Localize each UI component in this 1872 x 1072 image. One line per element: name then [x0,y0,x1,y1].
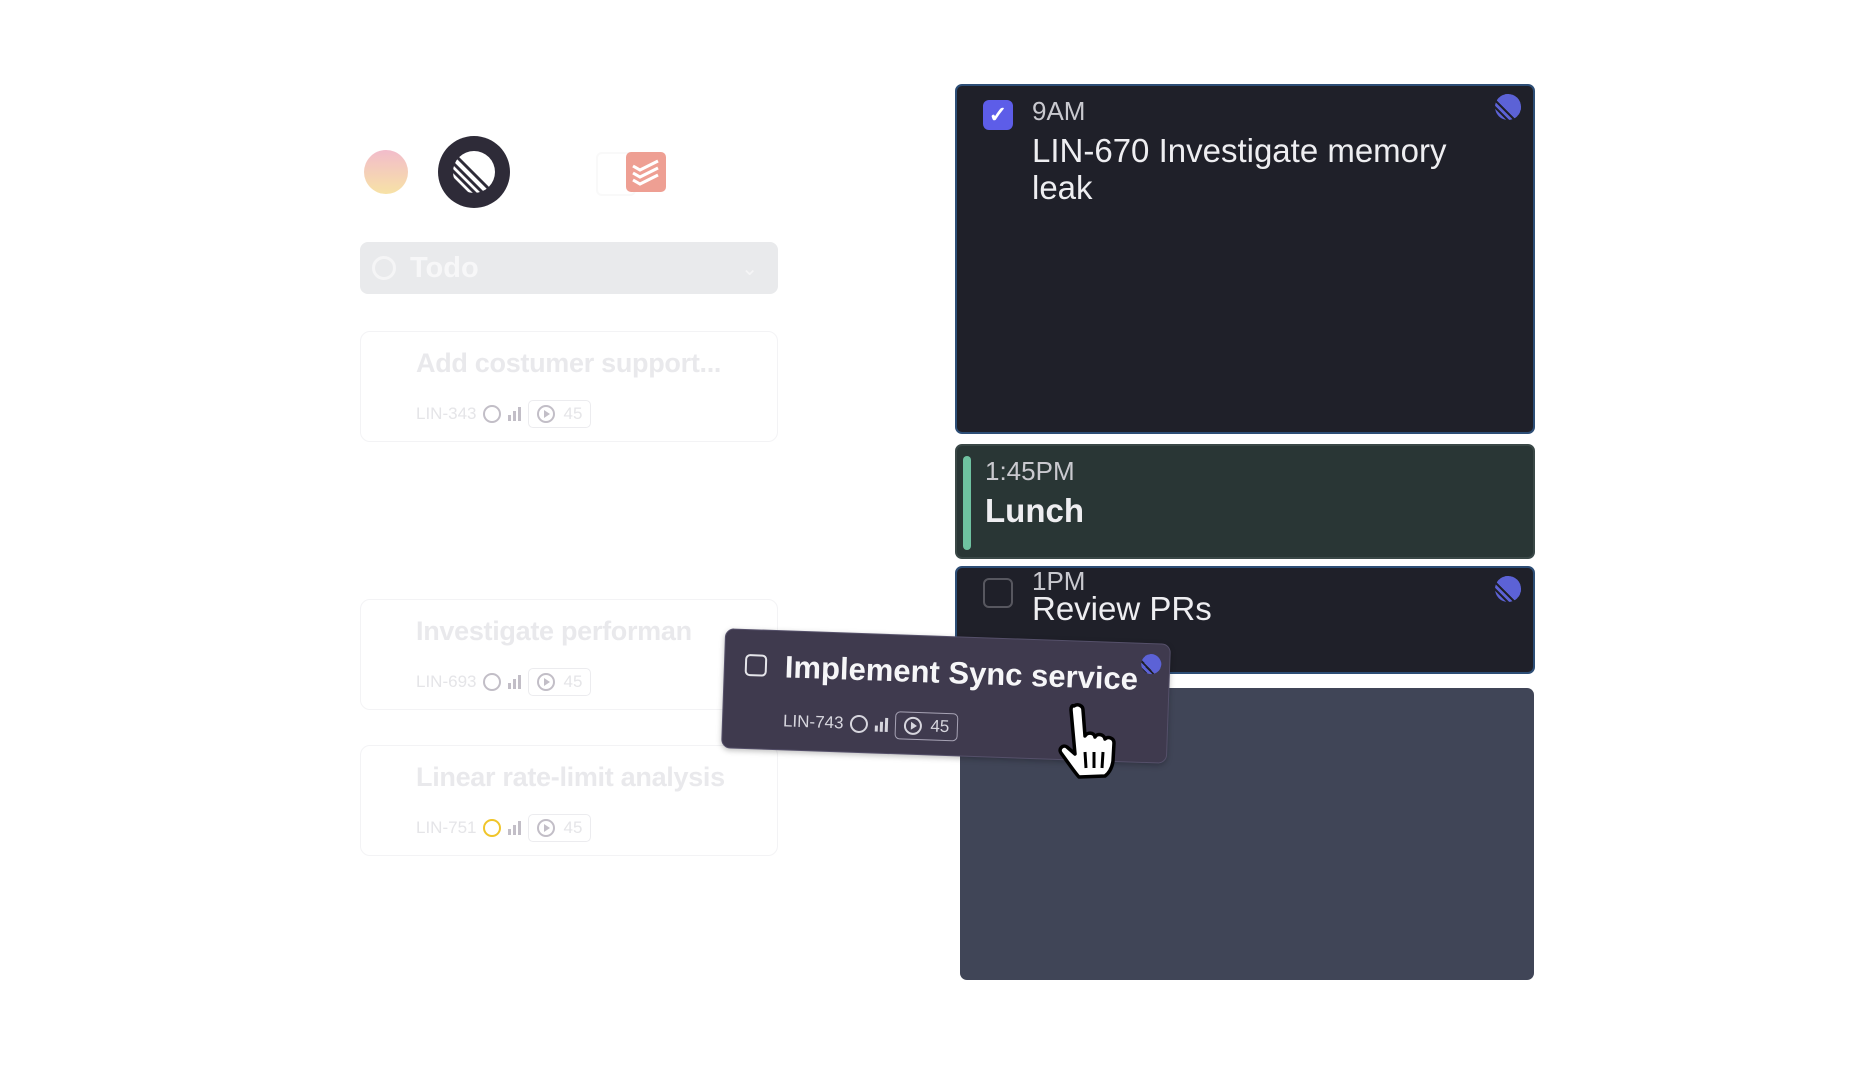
checkbox-icon[interactable] [744,653,768,677]
event-title: LIN-670 Investigate memory leak [1032,132,1447,206]
todo-status-icon [372,256,396,280]
estimate-value: 45 [563,672,583,691]
event-title: Review PRs [1032,590,1212,627]
user-avatar[interactable] [364,150,408,194]
play-icon [537,405,556,423]
task-title: Add costumer support... [416,348,722,378]
task-card[interactable]: Add costumer support... LIN-343 45 [360,331,778,442]
linear-icon [1140,653,1162,675]
estimate-value: 45 [930,716,950,737]
priority-icon[interactable] [875,717,889,733]
checkbox-checked-icon[interactable]: ✓ [983,100,1013,130]
priority-icon[interactable] [508,407,522,421]
todoist-logo-icon[interactable] [626,152,666,192]
todo-status-icon[interactable] [850,714,869,734]
task-card[interactable]: Investigate performan LIN-693 45 [360,599,778,710]
estimate-value: 45 [563,404,583,423]
checkbox-icon[interactable] [983,578,1013,608]
calendar-event-lunch[interactable]: 1:45PM Lunch [955,444,1535,559]
todo-status-icon[interactable] [483,673,502,691]
priority-icon[interactable] [508,821,522,835]
priority-icon[interactable] [508,675,522,689]
task-id: LIN-693 [416,672,477,691]
linear-icon [1495,576,1521,602]
in-progress-status-icon[interactable] [483,819,502,837]
event-title: Lunch [985,492,1084,529]
task-title: Investigate performan [416,616,692,646]
linear-logo-icon[interactable] [438,136,510,208]
status-group-header[interactable]: Todo ⌄ [360,242,778,294]
todo-status-icon[interactable] [483,405,502,423]
task-id: LIN-343 [416,404,477,423]
play-icon [904,716,923,736]
estimate-value: 45 [563,818,583,837]
chevron-down-icon[interactable]: ⌄ [741,257,758,280]
task-id: LIN-743 [782,711,844,733]
play-icon [537,673,556,691]
estimate-badge[interactable]: 45 [528,400,592,428]
event-time: 9AM [1032,96,1086,126]
event-time: 1PM [1032,566,1086,596]
linear-icon [1495,94,1521,120]
status-group-label: Todo [410,251,479,284]
estimate-badge[interactable]: 45 [528,814,592,842]
calendar-event[interactable]: 1PM Review PRs [955,566,1535,674]
estimate-badge[interactable]: 45 [528,668,592,696]
hand-cursor-icon [1052,700,1122,780]
task-card[interactable]: Linear rate-limit analysis LIN-751 45 [360,745,778,856]
event-time: 1:45PM [985,456,1075,486]
task-title: Linear rate-limit analysis [416,762,725,792]
calendar-event[interactable]: ✓ 9AM LIN-670 Investigate memory leak [955,84,1535,434]
task-id: LIN-751 [416,818,477,837]
task-title: Implement Sync service [784,649,1139,697]
estimate-badge[interactable]: 45 [894,711,959,742]
play-icon [537,819,556,837]
event-color-bar [963,456,971,550]
